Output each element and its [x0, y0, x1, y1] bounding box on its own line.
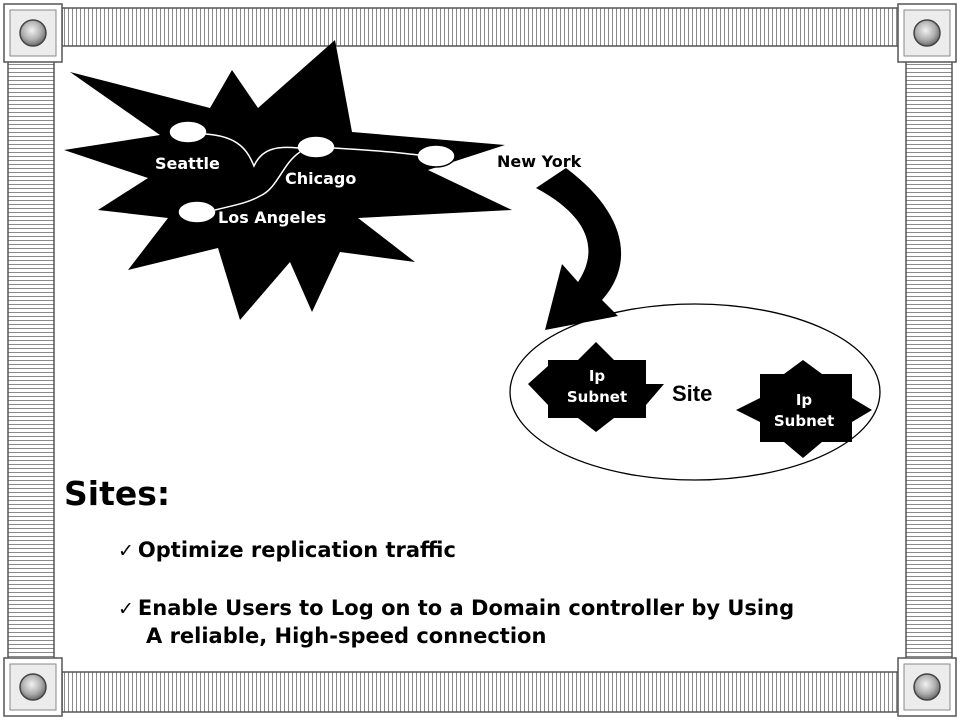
site-ellipse: [509, 303, 881, 481]
ip-subnet-left: Ip Subnet: [528, 342, 664, 432]
checkmark-icon: ✓: [118, 540, 134, 562]
bullet-text: Enable Users to Log on to a Domain contr…: [137, 596, 795, 620]
bullet-enable-logon: ✓Enable Users to Log on to a Domain cont…: [118, 596, 794, 620]
bullet-continuation: A reliable, High-speed connection: [146, 624, 547, 648]
ip-subnet-right: Ip Subnet: [736, 360, 872, 458]
link-seattle-chicago: [204, 133, 299, 168]
new-york-node: [416, 144, 456, 168]
los-angeles-node: [177, 200, 217, 224]
link-chicago-new-york: [333, 147, 419, 156]
frame-top-bar: [61, 7, 899, 47]
svg-text:Ip: Ip: [796, 391, 813, 409]
svg-text:Subnet: Subnet: [774, 412, 834, 430]
corner-bottom-left: [3, 657, 63, 717]
corner-bottom-right: [897, 657, 957, 717]
network-starburst: [64, 40, 512, 320]
site-label: Site: [672, 381, 712, 406]
link-chicago-los-angeles: [214, 151, 301, 211]
frame-bottom-bar: [61, 671, 899, 713]
corner-top-right: [897, 3, 957, 63]
seattle-label: Seattle: [155, 154, 220, 173]
svg-text:Subnet: Subnet: [567, 388, 627, 406]
los-angeles-label: Los Angeles: [218, 208, 326, 227]
svg-text:Ip: Ip: [589, 367, 606, 385]
corner-top-left: [3, 3, 63, 63]
slide-title: Sites:: [64, 474, 171, 513]
new-york-label: New York: [497, 152, 582, 171]
checkmark-icon: ✓: [118, 598, 134, 620]
bullet-optimize: ✓Optimize replication traffic: [118, 538, 456, 562]
frame-right-bar: [905, 57, 953, 661]
curved-arrow: [536, 168, 622, 330]
seattle-node: [168, 120, 208, 144]
chicago-node: [296, 135, 336, 159]
bullet-text: Optimize replication traffic: [137, 538, 456, 562]
chicago-label: Chicago: [285, 169, 356, 188]
